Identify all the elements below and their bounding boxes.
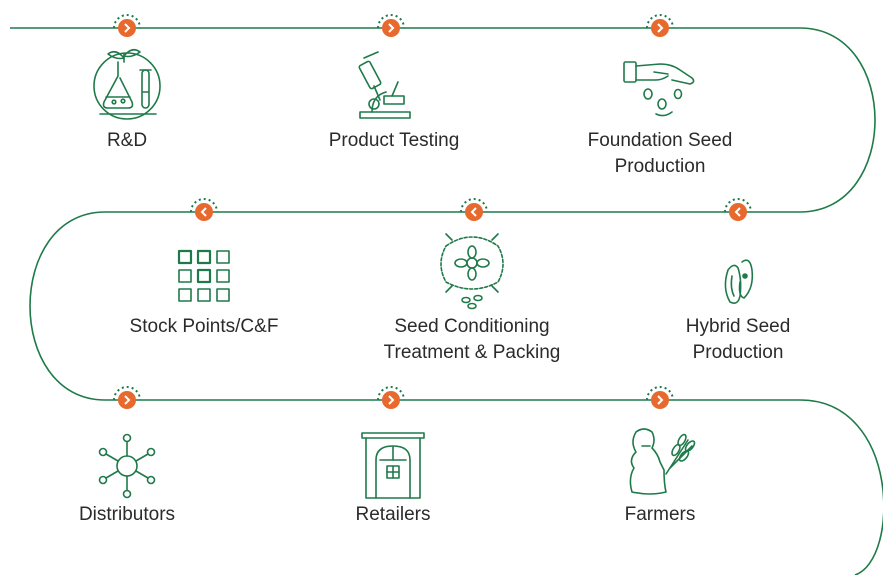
step-label-farmers: Farmers bbox=[624, 504, 696, 525]
distribution-network-icon bbox=[98, 433, 156, 499]
step-marker-left bbox=[460, 198, 488, 221]
step-marker-right bbox=[377, 14, 405, 37]
step-label-retailers: Retailers bbox=[355, 504, 431, 525]
step-label-stock-points: Stock Points/C&F bbox=[129, 316, 279, 337]
step-marker-right bbox=[113, 14, 141, 37]
step-label-seed-conditioning: Seed Conditioning Treatment & Packing bbox=[383, 316, 561, 363]
microscope-icon bbox=[358, 51, 411, 119]
step-label-distributors: Distributors bbox=[78, 504, 176, 525]
step-marker-right bbox=[646, 386, 674, 409]
step-marker-left bbox=[190, 198, 218, 221]
hand-sowing-seeds-icon bbox=[623, 61, 695, 117]
step-marker-right bbox=[377, 386, 405, 409]
step-marker-left bbox=[724, 198, 752, 221]
seed-bag-icon bbox=[440, 233, 504, 310]
step-label-product-testing: Product Testing bbox=[328, 130, 460, 151]
step-marker-right bbox=[646, 14, 674, 37]
stock-grid-icon bbox=[177, 249, 230, 302]
retail-store-icon bbox=[361, 432, 425, 499]
step-label-foundation-seed: Foundation Seed Production bbox=[587, 130, 733, 177]
track-path bbox=[10, 27, 883, 575]
hybrid-seed-icon bbox=[724, 259, 754, 304]
lab-flask-plant-icon bbox=[93, 48, 161, 120]
step-label-hybrid-seed: Hybrid Seed Production bbox=[685, 316, 791, 363]
farmer-wheat-icon bbox=[629, 428, 696, 495]
step-label-rnd: R&D bbox=[106, 130, 148, 151]
step-marker-right bbox=[113, 386, 141, 409]
